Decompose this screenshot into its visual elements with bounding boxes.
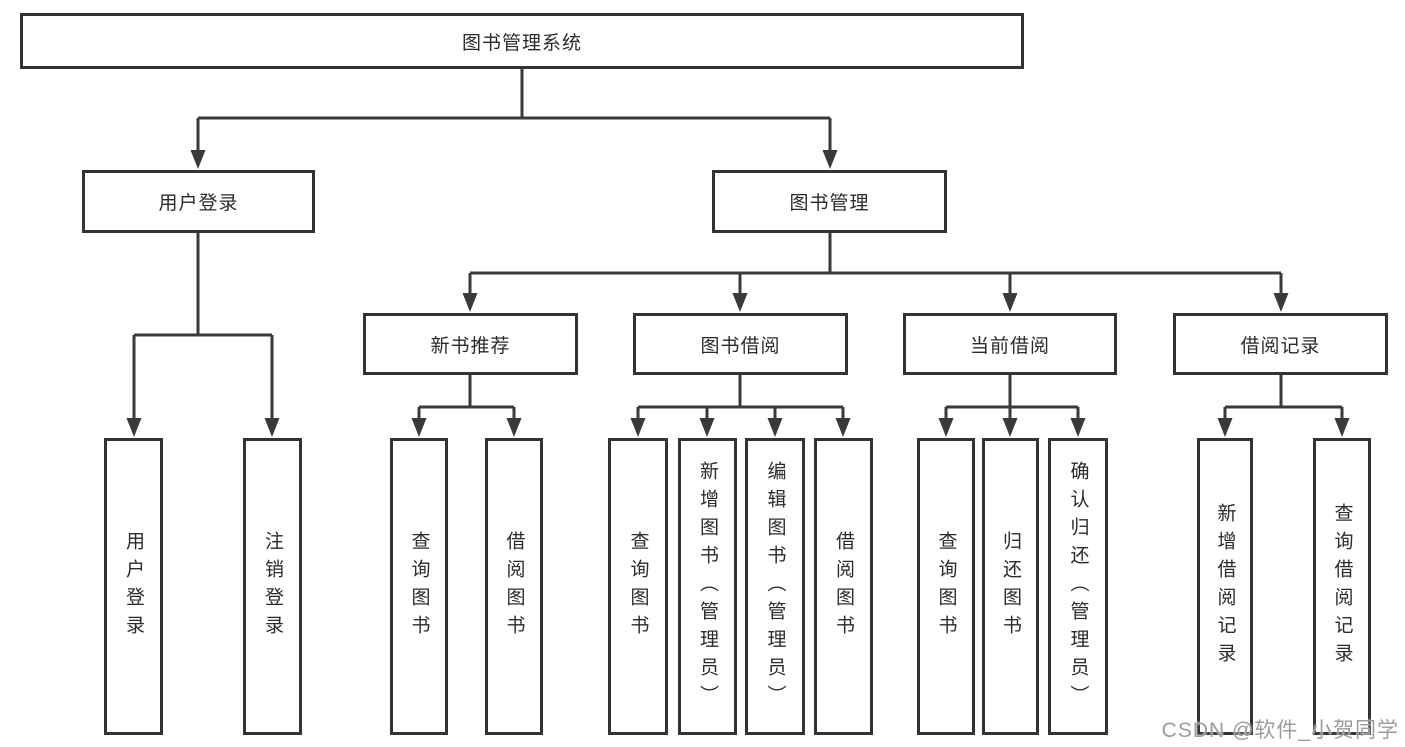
node-borrowing-records: 借阅记录 — [1173, 313, 1388, 375]
node-label: 借阅图书 — [833, 530, 854, 643]
node-label: 用户登录 — [123, 530, 144, 643]
leaf-query-books-recommend: 查询图书 — [390, 438, 448, 735]
leaf-confirm-return-admin: 确认归还（管理员） — [1048, 438, 1108, 735]
node-label: 借阅记录 — [1240, 335, 1321, 357]
node-label: 当前借阅 — [969, 335, 1050, 357]
node-new-book-recommend: 新书推荐 — [363, 313, 578, 375]
leaf-edit-book-admin: 编辑图书（管理员） — [745, 438, 805, 735]
node-label: 借阅图书 — [503, 530, 525, 643]
node-user-login: 用户登录 — [82, 170, 315, 233]
node-label: 图书管理系统 — [461, 32, 582, 54]
node-current-borrowing: 当前借阅 — [903, 313, 1117, 375]
node-book-borrowing: 图书借阅 — [633, 313, 848, 375]
node-label: 注销登录 — [262, 530, 283, 643]
node-label: 新书推荐 — [430, 335, 511, 357]
node-label: 查询借阅记录 — [1331, 502, 1353, 671]
node-label: 确认归还（管理员） — [1067, 460, 1089, 713]
leaf-query-books-current: 查询图书 — [917, 438, 975, 735]
leaf-borrow-book-recommend: 借阅图书 — [485, 438, 543, 735]
leaf-logout: 注销登录 — [243, 438, 302, 735]
leaf-user-login: 用户登录 — [104, 438, 163, 735]
leaf-add-book-admin: 新增图书（管理员） — [678, 438, 737, 735]
leaf-query-borrow-record: 查询借阅记录 — [1313, 438, 1371, 735]
node-label: 查询图书 — [935, 530, 957, 643]
leaf-add-borrow-record: 新增借阅记录 — [1197, 438, 1253, 735]
leaf-query-books: 查询图书 — [608, 438, 668, 735]
node-label: 新增借阅记录 — [1214, 502, 1236, 671]
leaf-return-book: 归还图书 — [982, 438, 1039, 735]
node-book-management: 图书管理 — [712, 170, 947, 233]
leaf-borrow-book: 借阅图书 — [814, 438, 873, 735]
node-label: 用户登录 — [158, 193, 239, 214]
node-label: 查询图书 — [627, 530, 649, 643]
csdn-watermark: CSDN @软件_小贺同学 — [1161, 719, 1399, 742]
node-label: 新增图书（管理员） — [697, 460, 718, 713]
node-label: 查询图书 — [408, 530, 430, 643]
node-label: 编辑图书（管理员） — [764, 460, 786, 713]
node-label: 图书管理 — [789, 193, 870, 214]
node-label: 归还图书 — [1000, 530, 1021, 643]
node-label: 图书借阅 — [700, 335, 781, 357]
node-root-library-system: 图书管理系统 — [20, 13, 1024, 69]
